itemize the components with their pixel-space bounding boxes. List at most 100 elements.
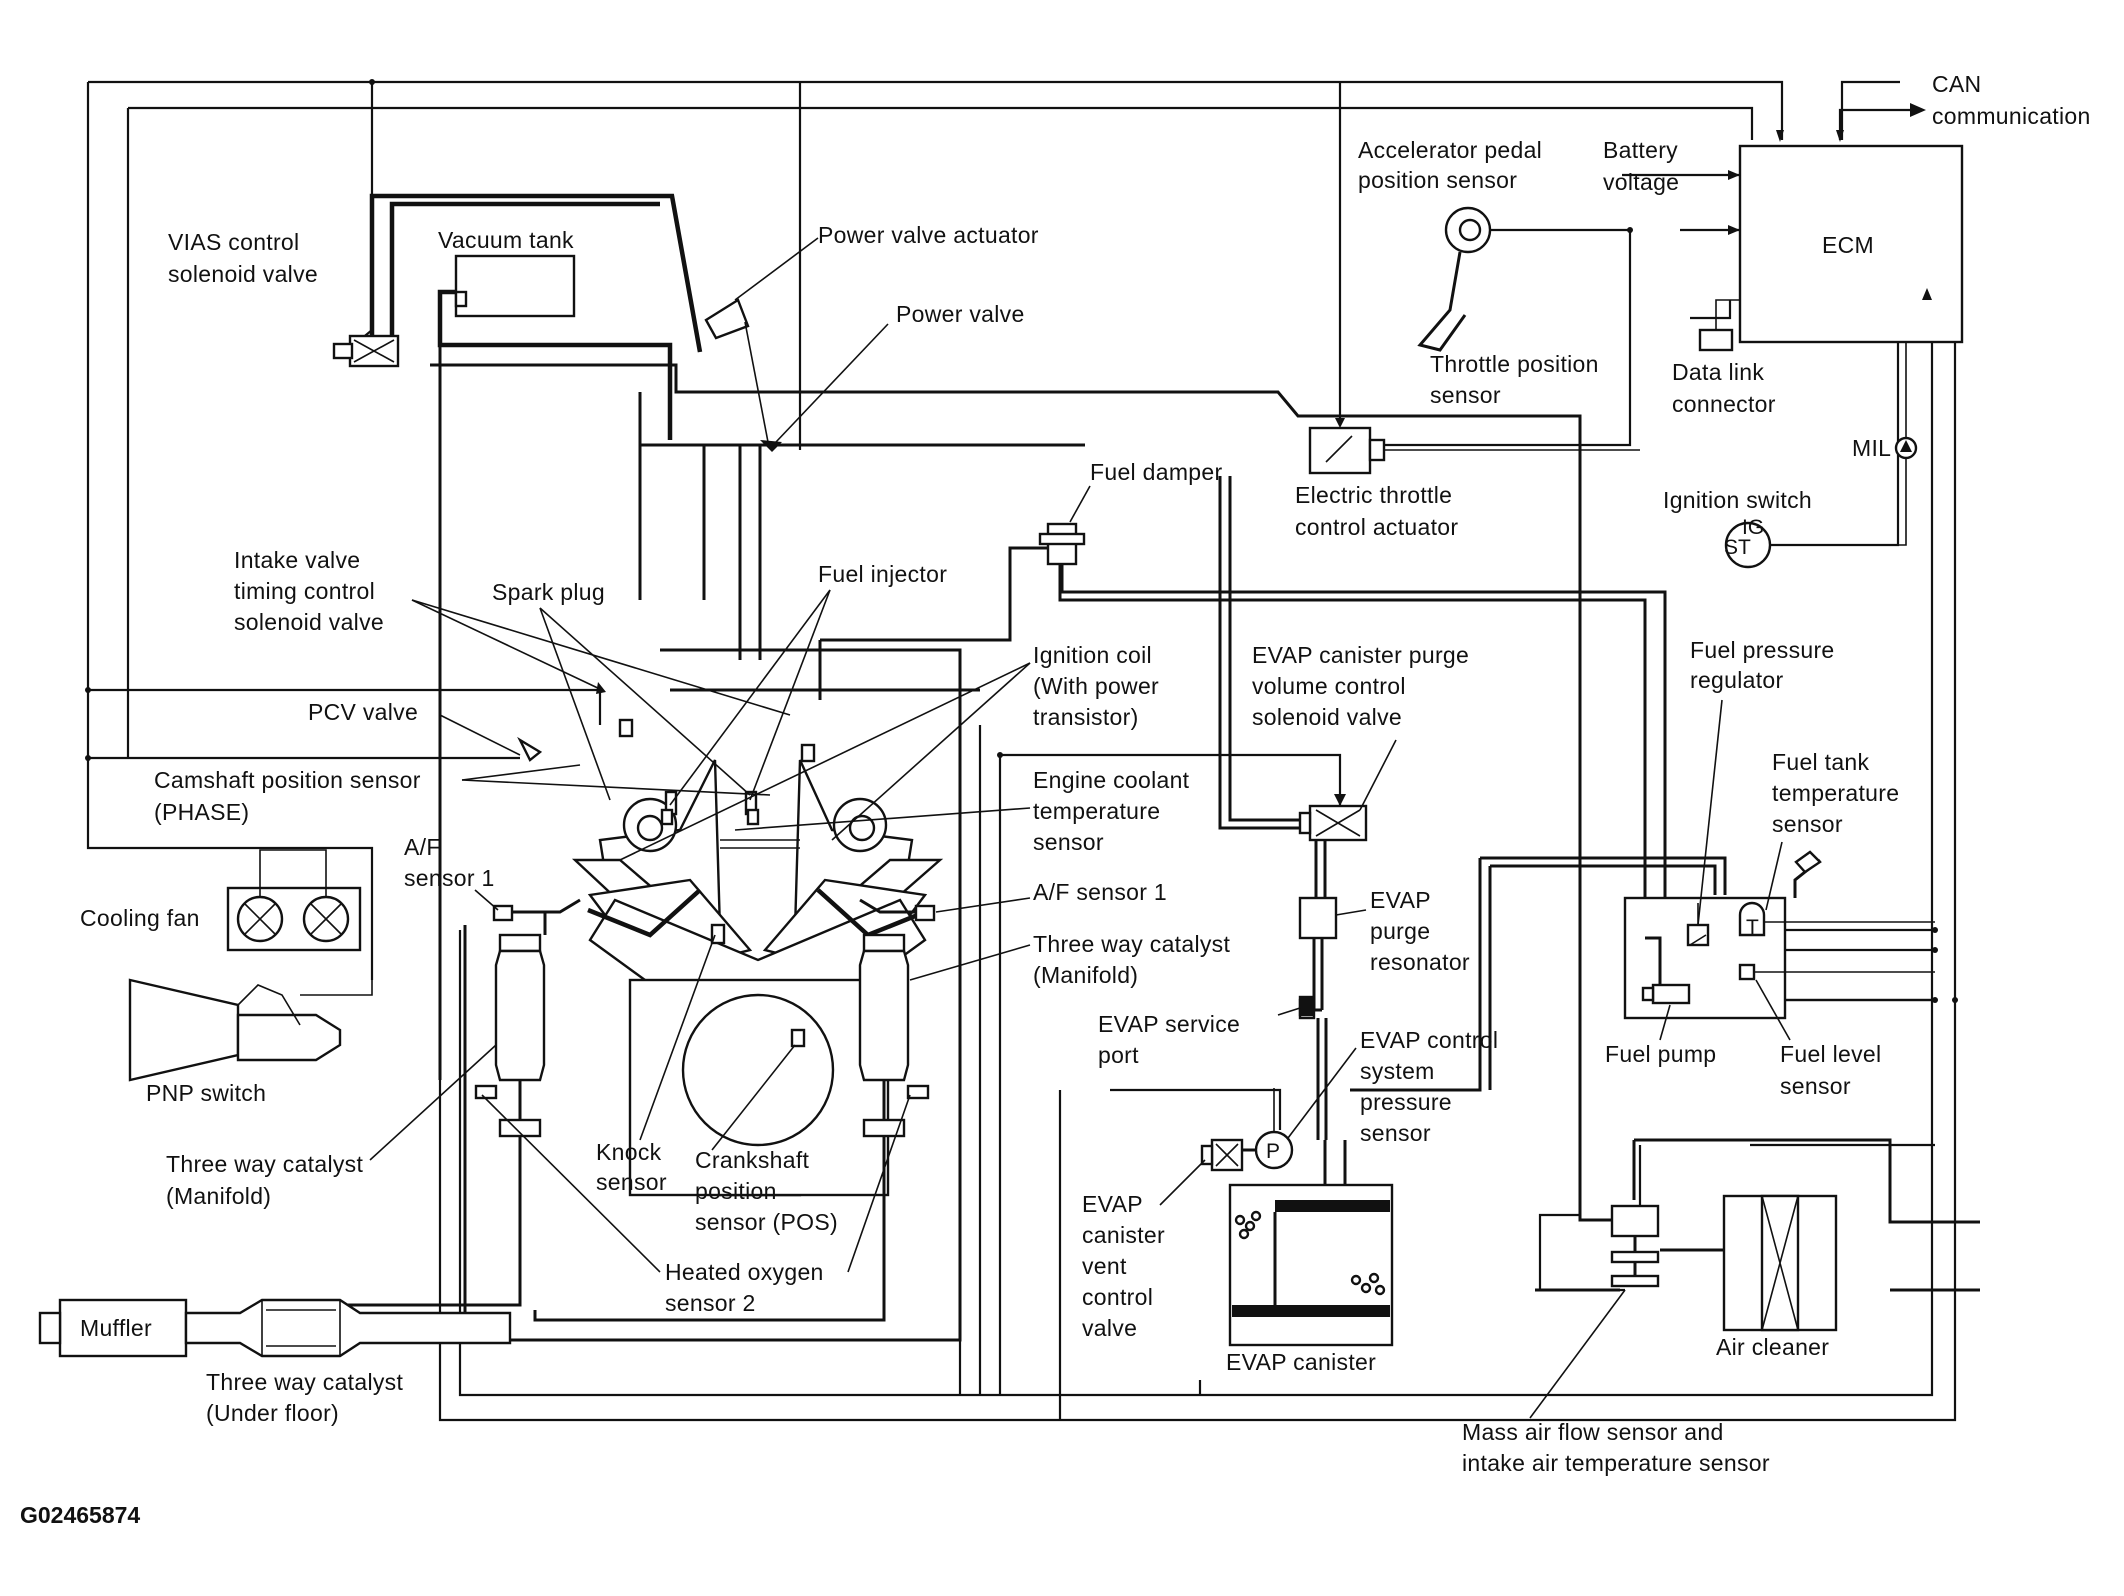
twc-manifold-r-label-1: Three way catalyst [1033, 931, 1230, 957]
intake-valve-label-3: solenoid valve [234, 609, 384, 635]
evap-vent-control-valve [1200, 1138, 1244, 1172]
engine-block [571, 718, 944, 1197]
data-link-label-2: connector [1672, 391, 1776, 417]
evap-pressure-label-1: EVAP control [1360, 1027, 1498, 1053]
cooling-fan-label: Cooling fan [80, 905, 200, 931]
evap-vent-label-4: control [1082, 1284, 1153, 1310]
ecm-label: ECM [1822, 232, 1874, 258]
cooling-fan [226, 849, 362, 952]
evap-resonator-label-3: resonator [1370, 949, 1470, 975]
figure-id: G02465874 [20, 1502, 140, 1528]
etc-label-2: control actuator [1295, 514, 1458, 540]
can-label-2: communication [1932, 103, 2091, 129]
pnp-switch [128, 978, 373, 1082]
power-valve-actuator-label: Power valve actuator [818, 222, 1039, 248]
accel-label-2: position sensor [1358, 167, 1517, 193]
ignition-coil-label-1: Ignition coil [1033, 642, 1152, 668]
ecm-unit: ECM [1728, 103, 1964, 344]
air-intake-duct [1535, 1065, 1980, 1292]
evap-vent-label-1: EVAP [1082, 1191, 1143, 1217]
ignition-coil-label-2: (With power [1033, 673, 1159, 699]
fuel-pump [1641, 936, 1691, 1005]
ig-label: IG [1742, 516, 1764, 539]
spark-plug-label: Spark plug [492, 579, 605, 605]
throttle-pos-label-1: Throttle position [1430, 351, 1599, 377]
fuel-level-label-1: Fuel level [1780, 1041, 1881, 1067]
af-sensor-right [859, 898, 936, 922]
evap-resonator-label-1: EVAP [1370, 887, 1431, 913]
knock-label-1: Knock [596, 1139, 662, 1165]
data-link-connector [1698, 299, 1740, 352]
fuel-pressure-reg-label-1: Fuel pressure [1690, 637, 1835, 663]
vacuum-tank-label: Vacuum tank [438, 227, 574, 253]
fuel-pressure-reg-label-2: regulator [1690, 667, 1784, 693]
camshaft-label-1: Camshaft position sensor [154, 767, 421, 793]
air-cleaner-label: Air cleaner [1716, 1334, 1829, 1360]
evap-purge-label-2: volume control [1252, 673, 1406, 699]
fuel-pump-label: Fuel pump [1605, 1041, 1716, 1067]
evap-vent-label-3: vent [1082, 1253, 1127, 1279]
power-valve-actuator [704, 237, 819, 452]
power-valve-label: Power valve [896, 301, 1025, 327]
coolant-label-3: sensor [1033, 829, 1104, 855]
evap-purge-resonator [1298, 896, 1338, 1140]
evap-pressure-label-3: pressure [1360, 1089, 1452, 1115]
p-mark: P [1266, 1140, 1280, 1163]
evap-resonator-label-2: purge [1370, 918, 1430, 944]
evap-vent-label-5: valve [1082, 1315, 1137, 1341]
evap-pressure-sensor: P [1242, 1088, 1294, 1170]
fuel-damper [820, 522, 1667, 935]
crankshaft-label-3: sensor (POS) [695, 1209, 838, 1235]
crankshaft-label-2: position [695, 1178, 777, 1204]
intake-valve-label-2: timing control [234, 578, 375, 604]
fuel-damper-label: Fuel damper [1090, 459, 1222, 485]
muffler-label: Muffler [80, 1315, 152, 1341]
battery-label-2: voltage [1603, 169, 1679, 195]
fuel-injector-label: Fuel injector [818, 561, 947, 587]
heated-o2-label-1: Heated oxygen [665, 1259, 824, 1285]
pnp-label: PNP switch [146, 1080, 266, 1106]
heated-o2-label-2: sensor 2 [665, 1290, 756, 1316]
evap-service-label-1: EVAP service [1098, 1011, 1240, 1037]
accel-label-1: Accelerator pedal [1358, 137, 1542, 163]
can-label-1: CAN [1932, 71, 1981, 97]
electric-throttle-actuator [1308, 418, 1640, 475]
af-right-label: A/F sensor 1 [1033, 879, 1167, 905]
af-left-label-1: A/F [404, 834, 441, 860]
knock-label-2: sensor [596, 1169, 667, 1195]
evap-service-label-2: port [1098, 1042, 1139, 1068]
mil-label: MIL [1852, 435, 1891, 461]
evap-service-port [1298, 995, 1314, 1017]
t-mark: T [1746, 916, 1759, 939]
fuel-lines [463, 476, 1305, 1342]
twc-manifold-r-label-2: (Manifold) [1033, 962, 1138, 988]
three-way-catalyst-right [533, 933, 930, 1322]
ignition-switch: IG ST [1724, 458, 1907, 569]
battery-label-1: Battery [1603, 137, 1678, 163]
vias-solenoid-valve [332, 193, 703, 368]
three-way-catalyst-left [340, 912, 547, 1307]
air-cleaner [1722, 1194, 1838, 1332]
throttle-pos-label-2: sensor [1430, 382, 1501, 408]
evap-pressure-label-4: sensor [1360, 1120, 1431, 1146]
ignition-coil-label-3: transistor) [1033, 704, 1139, 730]
mass-air-flow-sensor [1610, 1204, 1660, 1288]
camshaft-label-2: (PHASE) [154, 799, 249, 825]
evap-canister-label: EVAP canister [1226, 1349, 1376, 1375]
fuel-tank-temp-label-3: sensor [1772, 811, 1843, 837]
vacuum-tank [437, 254, 673, 1080]
pcv-label: PCV valve [308, 699, 418, 725]
af-sensor-left [492, 898, 581, 922]
fuel-tank-temp-label-1: Fuel tank [1772, 749, 1870, 775]
st-label: ST [1724, 536, 1751, 559]
evap-purge-label-1: EVAP canister purge [1252, 642, 1469, 668]
fuel-tank-temp-label-2: temperature [1772, 780, 1899, 806]
intake-valve-label-1: Intake valve [234, 547, 360, 573]
coolant-label-2: temperature [1033, 798, 1160, 824]
accelerator-pedal-sensor [1417, 206, 1492, 352]
wire-crossings [85, 79, 1958, 1003]
etc-label-1: Electric throttle [1295, 482, 1452, 508]
evap-pressure-label-2: system [1360, 1058, 1435, 1084]
wiring-harness [86, 80, 1957, 1422]
